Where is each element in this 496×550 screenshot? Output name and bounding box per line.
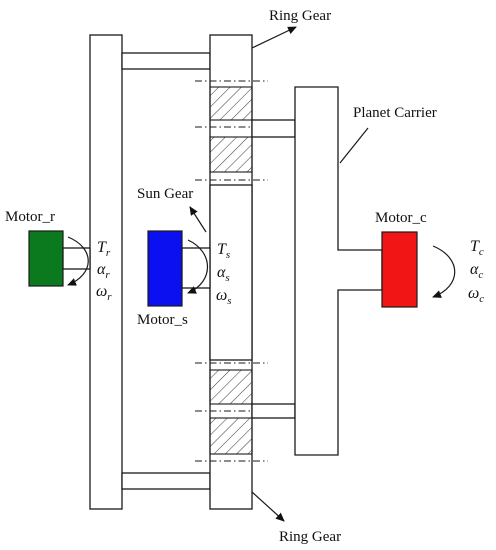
carrier-pin-bottom	[251, 403, 296, 419]
ring-gear-top-leader	[251, 26, 297, 49]
planet-gear-bottom-1	[209, 369, 253, 405]
torque-s-symbol: Ts	[217, 241, 230, 261]
speed-c-symbol: ωc	[468, 285, 484, 305]
rotation-arrow-c	[432, 245, 456, 298]
accel-c-symbol: αc	[470, 261, 483, 281]
speed-r-symbol: ωr	[96, 283, 112, 303]
accel-r-symbol: αr	[97, 261, 110, 281]
motor-s-block	[147, 230, 183, 307]
sun-gear-leader	[189, 206, 207, 233]
ring-gear-bottom-leader	[251, 491, 285, 522]
planet-carrier-leader	[339, 127, 369, 164]
ring-gear-bottom-arm	[121, 472, 211, 490]
planet-gear-bottom-2	[209, 417, 253, 455]
rotation-arrow-s	[187, 239, 209, 294]
accel-s-symbol: αs	[217, 264, 230, 284]
ring-gear-shaft-plate	[89, 34, 123, 510]
carrier-pin-top	[251, 119, 296, 138]
motor-s-shaft	[181, 247, 211, 289]
motor-r-shaft	[62, 247, 91, 270]
ring-gear-bottom-label: Ring Gear	[279, 529, 341, 545]
sun-gear-label: Sun Gear	[137, 186, 193, 202]
ring-gear-top-arm	[121, 52, 211, 70]
rotation-arrow-r	[67, 236, 89, 286]
planet-gear-top-1	[209, 86, 253, 121]
planet-carrier-label: Planet Carrier	[353, 105, 437, 121]
speed-s-symbol: ωs	[216, 287, 232, 307]
planet-gear-top-2	[209, 136, 253, 173]
sun-gear-body	[209, 184, 253, 361]
motor-r-block	[28, 230, 64, 287]
torque-c-symbol: Tc	[470, 238, 484, 258]
motor-r-label: Motor_r	[5, 209, 55, 225]
motor-s-label: Motor_s	[137, 312, 188, 328]
torque-r-symbol: Tr	[97, 239, 111, 259]
motor-c-block	[381, 231, 418, 308]
planet-carrier	[294, 86, 383, 456]
motor-c-label: Motor_c	[375, 210, 427, 226]
ring-gear-top-label: Ring Gear	[269, 8, 331, 24]
